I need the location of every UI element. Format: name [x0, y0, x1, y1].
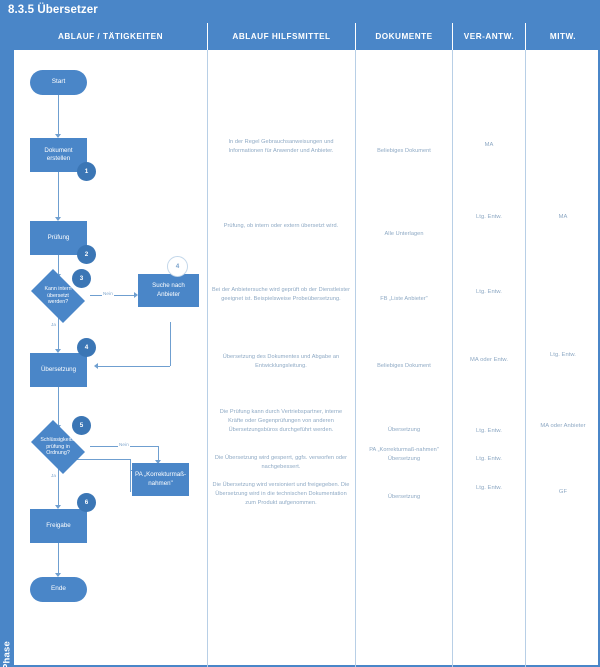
- dokumente-row-3: FB „Liste Anbieter": [380, 296, 428, 302]
- flow-node-uebersetzung[interactable]: Übersetzung: [30, 353, 87, 387]
- dokumente-row-6: PA „Korrekturmaß-nahmen"Übersetzung: [369, 447, 439, 463]
- flow-node-ende[interactable]: Ende: [30, 577, 87, 602]
- hilfsmittel-row-6: Die Übersetzung wird gesperrt, ggfs. ver…: [214, 455, 348, 471]
- flow-node-start[interactable]: Start: [30, 70, 87, 95]
- edge-label-intern-ja: Ja: [50, 322, 58, 327]
- flow-badge-3: 3: [72, 269, 91, 288]
- connector-uebersetzung-schluessig: [58, 387, 59, 425]
- column-header-mitw: MITW.: [525, 23, 600, 50]
- table-frame: [14, 23, 600, 667]
- dokumente-row-2: Alle Unterlagen: [384, 231, 424, 237]
- phase-label: Phase: [1, 641, 13, 667]
- edge-label-schluessig-nein: Nein: [118, 442, 130, 447]
- column-separator-1: [207, 50, 208, 667]
- connector-suche-down: [170, 322, 171, 366]
- flow-node-korrektur-label: PA „Korrekturmaß-nahmen": [134, 471, 187, 487]
- column-header-ablauf-hilfsmittel: ABLAUF HILFSMITTEL: [207, 23, 355, 50]
- verantw-row-3: Ltg. Entw.: [476, 289, 502, 295]
- column-header-ablauf-taetigkeiten: ABLAUF / TÄTIGKEITEN: [57, 32, 164, 41]
- mitw-row-4: Ltg. Entw.: [550, 352, 576, 358]
- connector-freigabe-ende: [58, 543, 59, 573]
- edge-label-intern-nein: Nein: [102, 291, 114, 296]
- hilfsmittel-row-3: Bei der Anbietersuche wird geprüft ob de…: [212, 287, 351, 303]
- arrowhead-dokument-pruefung: [55, 217, 61, 221]
- arrowhead-start-dokument: [55, 134, 61, 138]
- flow-node-pa-korrekturmassnahmen[interactable]: PA „Korrekturmaß-nahmen": [132, 463, 189, 496]
- dokumente-row-5: Übersetzung: [387, 427, 421, 433]
- hilfsmittel-row-5: Die Prüfung kann durch Vertriebspartner,…: [219, 409, 343, 434]
- column-header-ver-antw: VER-ANTW.: [452, 23, 525, 50]
- arrowhead-schluessig-freigabe: [55, 505, 61, 509]
- arrowhead-intern-suche: [134, 292, 138, 298]
- flow-badge-6: 6: [77, 493, 96, 512]
- connector-schluessig-freigabe: [58, 467, 59, 505]
- page-title: 8.3.5 Übersetzer: [8, 4, 98, 16]
- verantw-row-4: MA oder Entw.: [469, 357, 509, 363]
- arrowhead-intern-uebersetzung: [55, 349, 61, 353]
- connector-korrektur-loopback: [66, 459, 130, 460]
- mitw-row-2: MA: [558, 214, 568, 220]
- dokumente-row-7: Übersetzung: [387, 494, 421, 500]
- flow-badge-5: 5: [72, 416, 91, 435]
- connector-korrektur-down: [158, 446, 159, 463]
- verantw-row-1: MA: [484, 142, 494, 148]
- verantw-row-2: Ltg. Entw.: [476, 214, 502, 220]
- flow-badge-4: 4: [77, 338, 96, 357]
- phase-strip: Phase: [0, 23, 14, 667]
- flow-node-freigabe[interactable]: Freigabe: [30, 509, 87, 543]
- verantw-row-5: Ltg. Entw.: [476, 428, 502, 434]
- arrowhead-schluessig-korrektur: [155, 460, 161, 464]
- document-title-bar: 8.3.5 Übersetzer: [0, 0, 600, 23]
- hilfsmittel-row-4: Übersetzung des Dokumentes und Abgabe an…: [222, 354, 340, 370]
- column-separator-3: [452, 50, 453, 667]
- column-header-row: ABLAUF / TÄTIGKEITEN ABLAUF HILFSMITTEL …: [14, 23, 600, 50]
- flow-badge-4-hollow: 4: [167, 256, 188, 277]
- mitw-row-5: MA oder Anbieter: [540, 423, 586, 429]
- column-header-dokumente: DOKUMENTE: [355, 23, 452, 50]
- flow-badge-1: 1: [77, 162, 96, 181]
- flow-badge-2: 2: [77, 245, 96, 264]
- connector-korrektur-loopleg: [130, 459, 131, 470]
- connector-suche-uebersetzung: [98, 366, 170, 367]
- dokumente-row-1: Beliebiges Dokument: [377, 148, 431, 154]
- arrowhead-freigabe-ende: [55, 573, 61, 577]
- column-separator-4: [525, 50, 526, 667]
- dokumente-row-4: Beliebiges Dokument: [377, 363, 431, 369]
- column-separator-2: [355, 50, 356, 667]
- verantw-row-7: Ltg. Entw.: [476, 485, 502, 491]
- arrowhead-suche-uebersetzung: [94, 363, 98, 369]
- mitw-row-7: GF: [558, 489, 568, 495]
- connector-dokument-pruefung: [58, 172, 59, 217]
- connector-pruefung-intern: [58, 255, 59, 274]
- verantw-row-6: Ltg. Entw.: [476, 456, 502, 462]
- hilfsmittel-row-7: Die Übersetzung wird versioniert und fre…: [212, 482, 350, 507]
- connector-korrektur-loopdown: [130, 470, 131, 492]
- connector-start-dokument: [58, 95, 59, 134]
- hilfsmittel-row-1: In der Regel Gebrauchsanweisungen und In…: [228, 139, 334, 155]
- hilfsmittel-row-2: Prüfung, ob intern oder extern übersetzt…: [223, 223, 339, 229]
- connector-intern-uebersetzung: [58, 318, 59, 349]
- edge-label-schluessig-ja: Ja: [50, 473, 58, 478]
